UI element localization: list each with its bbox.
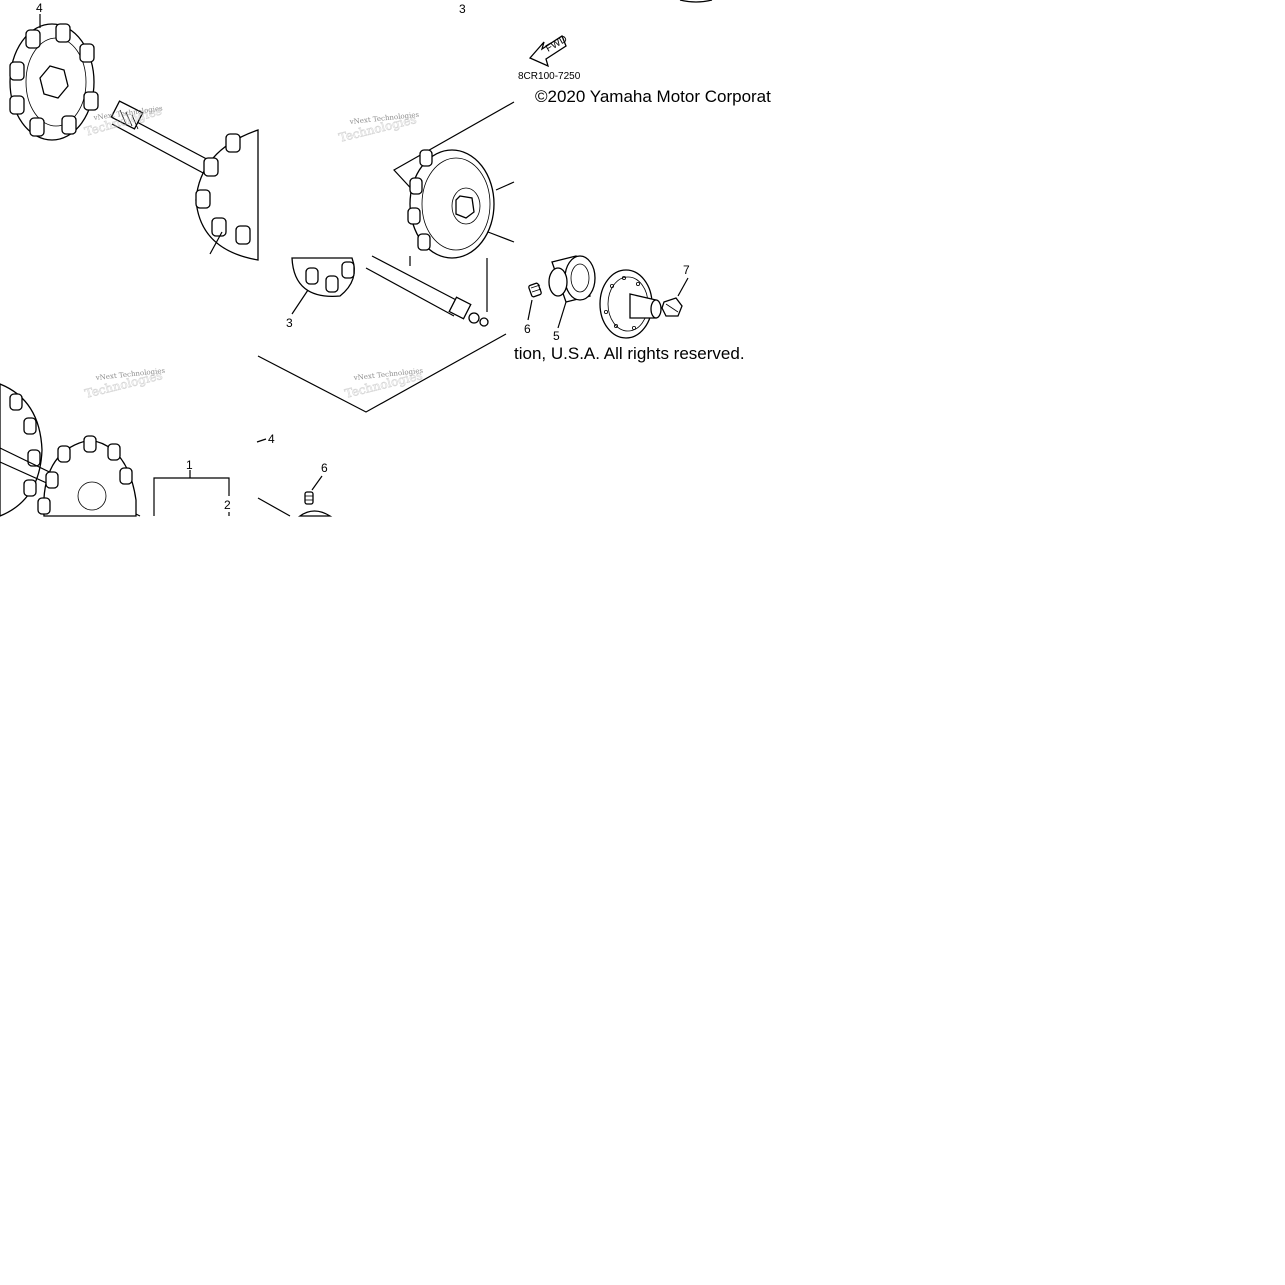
callout-2: 2 <box>224 498 231 512</box>
callout-6-mid: 6 <box>524 322 531 336</box>
bearing <box>548 255 596 303</box>
tile-top-left: 4 vNext Technologies Technologies <box>9 1 259 261</box>
fwd-arrow: FWD <box>528 34 569 68</box>
callout-4-bottom: 4 <box>268 432 275 446</box>
part-code: 8CR100-7250 <box>518 71 581 82</box>
callout-1: 1 <box>186 458 193 472</box>
set-screw-bottom <box>297 491 333 517</box>
axle-shaft <box>365 255 489 327</box>
sprocket-center-partial <box>291 257 355 297</box>
idler-wheel <box>407 149 495 259</box>
callout-3-mid: 3 <box>286 316 293 330</box>
hub-flange <box>599 269 662 339</box>
tile-bottom-left: vNext Technologies Technologies 1 <box>0 367 231 517</box>
callout-5: 5 <box>553 329 560 343</box>
sprocket-left <box>9 23 99 141</box>
sprocket-right-partial <box>195 129 259 261</box>
callout-3-top: 3 <box>459 2 466 16</box>
tile-center: vNext Technologies Technologies <box>257 101 690 413</box>
sprocket-bottom-center <box>37 435 137 517</box>
sprocket-bottom-left <box>0 383 43 517</box>
copyright-line-1: ©2020 Yamaha Motor Corporat <box>535 87 771 106</box>
set-screw <box>528 282 542 298</box>
callout-7: 7 <box>683 263 690 277</box>
copyright-line-2: tion, U.S.A. All rights reserved. <box>514 344 745 363</box>
callout-4-top: 4 <box>36 1 43 15</box>
lock-nut <box>661 297 683 317</box>
callout-6-bottom: 6 <box>321 461 328 475</box>
